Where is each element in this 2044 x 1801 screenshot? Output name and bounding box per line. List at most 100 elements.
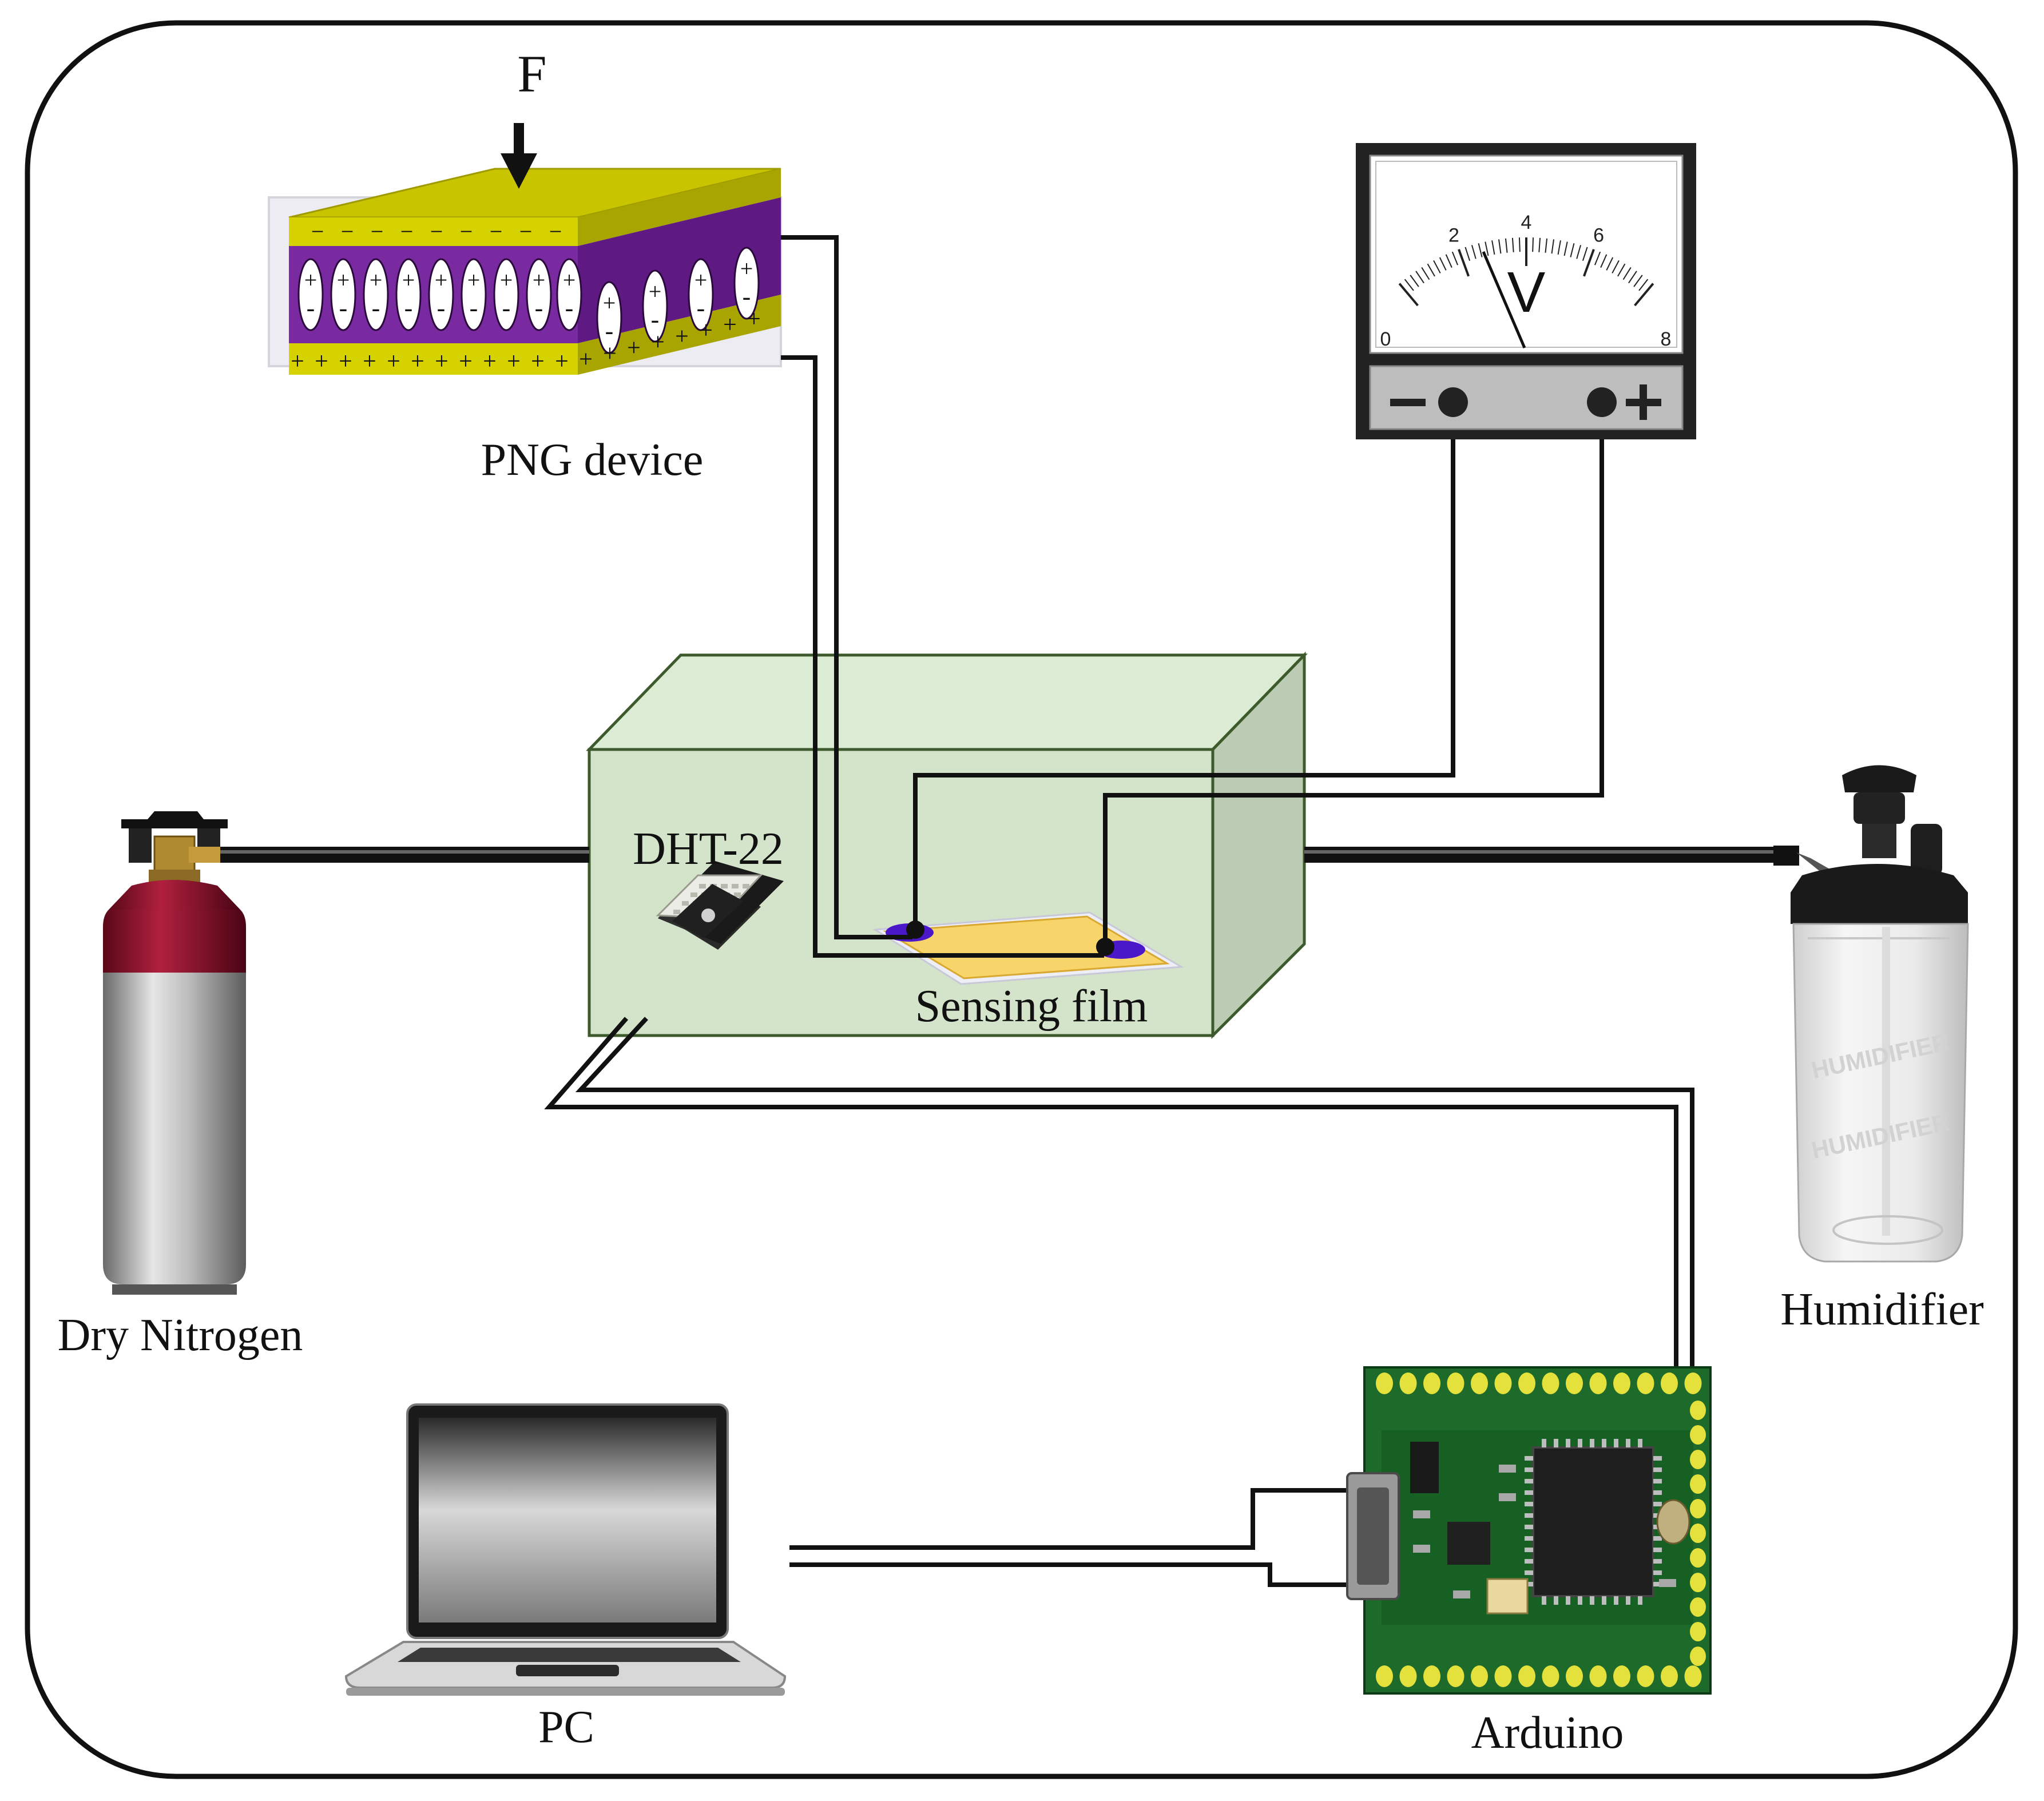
- scale-tick-label: 0: [1380, 328, 1391, 350]
- positive-charge: +: [315, 348, 328, 375]
- wire-voltmeter-plus: [1103, 439, 1604, 947]
- wire-voltmeter-minus: [913, 439, 1455, 930]
- dipole-9: +-: [596, 281, 622, 354]
- minus-terminal: [1438, 387, 1468, 417]
- voltmeter-terminal-panel: [1369, 365, 1684, 430]
- positive-charge: +: [651, 329, 665, 355]
- dht22-label: DHT-22: [633, 824, 784, 874]
- positive-charge: +: [291, 348, 304, 375]
- wire-usb-pc-b: [789, 1562, 1367, 1587]
- png-bottom-electrode: [289, 343, 578, 375]
- dry-nitrogen-label: Dry Nitrogen: [58, 1310, 303, 1360]
- wire-png-top: [781, 235, 912, 939]
- svg-text:+: +: [649, 279, 662, 304]
- dipole-3: +-: [395, 258, 422, 331]
- positive-charge: +: [363, 348, 376, 375]
- dipole-5: +-: [461, 258, 487, 331]
- dipole-12: +-: [733, 247, 760, 320]
- dht22-sensor: [656, 861, 784, 950]
- voltmeter: 0 2 4 6 8: [1356, 143, 1696, 439]
- svg-text:-: -: [437, 294, 446, 322]
- negative-charge: −: [371, 219, 384, 244]
- svg-text:+: +: [402, 267, 415, 293]
- wiring: [544, 235, 1694, 1587]
- svg-text:+: +: [435, 267, 448, 293]
- svg-text:-: -: [605, 317, 614, 345]
- dipole-6: +-: [493, 258, 519, 331]
- positive-charge: +: [603, 341, 617, 367]
- voltmeter-unit: V: [1507, 260, 1546, 324]
- png-top-electrode: [289, 217, 578, 246]
- dipole-8: +-: [556, 258, 582, 331]
- positive-charge: +: [435, 348, 449, 375]
- positive-charge: +: [459, 348, 473, 375]
- positive-charge: +: [555, 348, 569, 375]
- pc-label: PC: [538, 1702, 594, 1752]
- wire-dht-arduino-b: [575, 1017, 1694, 1370]
- positive-charge: +: [483, 348, 497, 375]
- arduino-label: Arduino: [1471, 1708, 1624, 1758]
- svg-text:-: -: [743, 283, 751, 311]
- svg-text:-: -: [470, 294, 478, 322]
- scale-tick-label: 2: [1448, 224, 1459, 246]
- svg-text:+: +: [337, 267, 350, 293]
- voltmeter-needle: [1482, 251, 1526, 348]
- dipole-1: +-: [330, 258, 356, 331]
- wire-usb-pc-a: [789, 1488, 1367, 1550]
- positive-charge: +: [411, 348, 424, 375]
- svg-text:+: +: [370, 267, 383, 293]
- negative-charge: −: [549, 219, 562, 244]
- svg-text:-: -: [697, 294, 705, 322]
- negative-charge: −: [519, 219, 533, 244]
- svg-text:+: +: [563, 267, 576, 293]
- svg-text:-: -: [651, 306, 660, 334]
- positive-charge: +: [699, 318, 713, 344]
- pc-screen: [419, 1418, 716, 1623]
- svg-text:-: -: [535, 294, 543, 322]
- svg-text:+: +: [603, 290, 616, 316]
- svg-text:+: +: [694, 267, 708, 293]
- positive-charge: +: [627, 335, 641, 361]
- dipole-11: +-: [688, 258, 714, 331]
- svg-text:+: +: [533, 267, 546, 293]
- humidifier-jar: [1792, 923, 1969, 1263]
- force-arrow: [501, 123, 537, 189]
- dipole-7: +-: [526, 258, 552, 331]
- nitrogen-tube: [217, 847, 589, 863]
- png-device-label: PNG device: [481, 435, 704, 485]
- test-chamber: [586, 651, 1308, 1040]
- svg-text:+: +: [304, 267, 317, 293]
- svg-text:+: +: [740, 256, 753, 281]
- svg-text:+: +: [467, 267, 481, 293]
- chamber-top: [586, 653, 1308, 751]
- negative-charge: −: [311, 219, 324, 244]
- scale-tick-label: 8: [1661, 328, 1672, 350]
- negative-charge: −: [430, 219, 443, 244]
- pc-laptop: [344, 1403, 787, 1696]
- svg-text:-: -: [372, 294, 380, 322]
- positive-charge: +: [531, 348, 545, 375]
- humidifier-tube: [1304, 847, 1776, 863]
- svg-text:+: +: [500, 267, 513, 293]
- positive-charge: +: [387, 348, 400, 375]
- humidifier-label: Humidifier: [1780, 1284, 1983, 1335]
- svg-text:-: -: [307, 294, 315, 322]
- scale-tick-label: 6: [1593, 224, 1604, 246]
- dipole-0: +-: [297, 258, 324, 331]
- negative-charge: −: [460, 219, 473, 244]
- nitrogen-cylinder: [103, 811, 246, 1295]
- svg-text:-: -: [502, 294, 511, 322]
- dipole-2: +-: [363, 258, 389, 331]
- humidifier-bottle: HUMIDIFIER HUMIDIFIER: [1773, 765, 1969, 1263]
- positive-charge: +: [507, 348, 521, 375]
- scale-tick-label: 4: [1521, 212, 1532, 233]
- plus-terminal: [1587, 387, 1617, 417]
- gas-tubes: [217, 847, 1776, 863]
- negative-charge: −: [490, 219, 503, 244]
- wire-dht-arduino-a: [544, 1017, 1678, 1370]
- arduino-board: [1346, 1366, 1712, 1695]
- sensing-film-label: Sensing film: [915, 981, 1148, 1032]
- positive-charge: +: [747, 306, 761, 332]
- wire-png-bottom: [781, 355, 1104, 958]
